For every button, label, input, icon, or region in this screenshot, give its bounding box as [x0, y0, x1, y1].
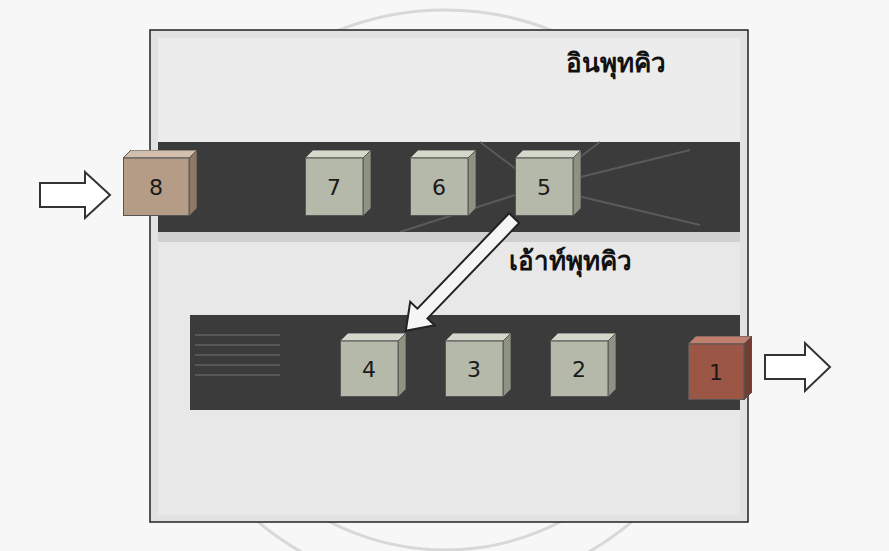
cube-top [123, 150, 197, 158]
cube-top [445, 333, 511, 341]
cube-top [410, 150, 476, 158]
flow-arrow [406, 213, 519, 330]
pattern-line [195, 345, 280, 346]
item-number: 7 [305, 158, 363, 216]
pattern-line [195, 355, 280, 356]
cube-front [516, 158, 574, 216]
cube-side [608, 333, 616, 397]
item-number: 4 [340, 341, 398, 397]
item-number: 2 [550, 341, 608, 397]
queue-item: 1 [688, 336, 752, 400]
queue-item: 7 [305, 150, 371, 216]
output-panel [158, 242, 740, 515]
queue-item: 4 [340, 333, 406, 397]
pattern-line [195, 375, 280, 376]
cube-side [398, 333, 406, 397]
cube-front [341, 341, 399, 397]
queue-item: 2 [550, 333, 616, 397]
queue-panel: เอ้าท์พุทคิว 432 [158, 240, 740, 516]
item-number: 8 [123, 158, 189, 216]
bar-rays [400, 142, 700, 232]
cube-front [689, 344, 745, 400]
cube-top [550, 333, 616, 341]
cube-front [446, 341, 504, 397]
cube-side [189, 150, 197, 216]
cube-front [306, 158, 364, 216]
enqueue-arrow [40, 172, 110, 218]
pattern-line [195, 335, 280, 336]
cube-top [688, 336, 752, 344]
cube-front [124, 158, 190, 216]
cube-front [411, 158, 469, 216]
queue-panel: อินพุทคิว 765 [158, 38, 740, 232]
queue-item: 3 [445, 333, 511, 397]
divider [158, 232, 740, 242]
cube-side [744, 336, 752, 400]
item-number: 6 [410, 158, 468, 216]
queue-item: 6 [410, 150, 476, 216]
queue-item: 5 [515, 150, 581, 216]
pattern-line [195, 365, 280, 366]
cube-front [551, 341, 609, 397]
input-panel [158, 38, 740, 142]
cube-top [515, 150, 581, 158]
output-bar [190, 315, 740, 410]
cube-side [468, 150, 476, 216]
input-bar [158, 142, 740, 232]
queue-title: เอ้าท์พุทคิว [505, 246, 636, 277]
cube-side [503, 333, 511, 397]
item-number: 1 [688, 344, 744, 400]
bar-pattern [195, 335, 280, 375]
cube-top [305, 150, 371, 158]
queue-title: อินพุทคิว [562, 48, 670, 79]
cube-top [340, 333, 406, 341]
dequeue-arrow [765, 343, 830, 391]
item-number: 3 [445, 341, 503, 397]
queue-item: 8 [123, 150, 197, 216]
cube-side [363, 150, 371, 216]
item-number: 5 [515, 158, 573, 216]
queue-frame [150, 30, 748, 522]
cube-side [573, 150, 581, 216]
